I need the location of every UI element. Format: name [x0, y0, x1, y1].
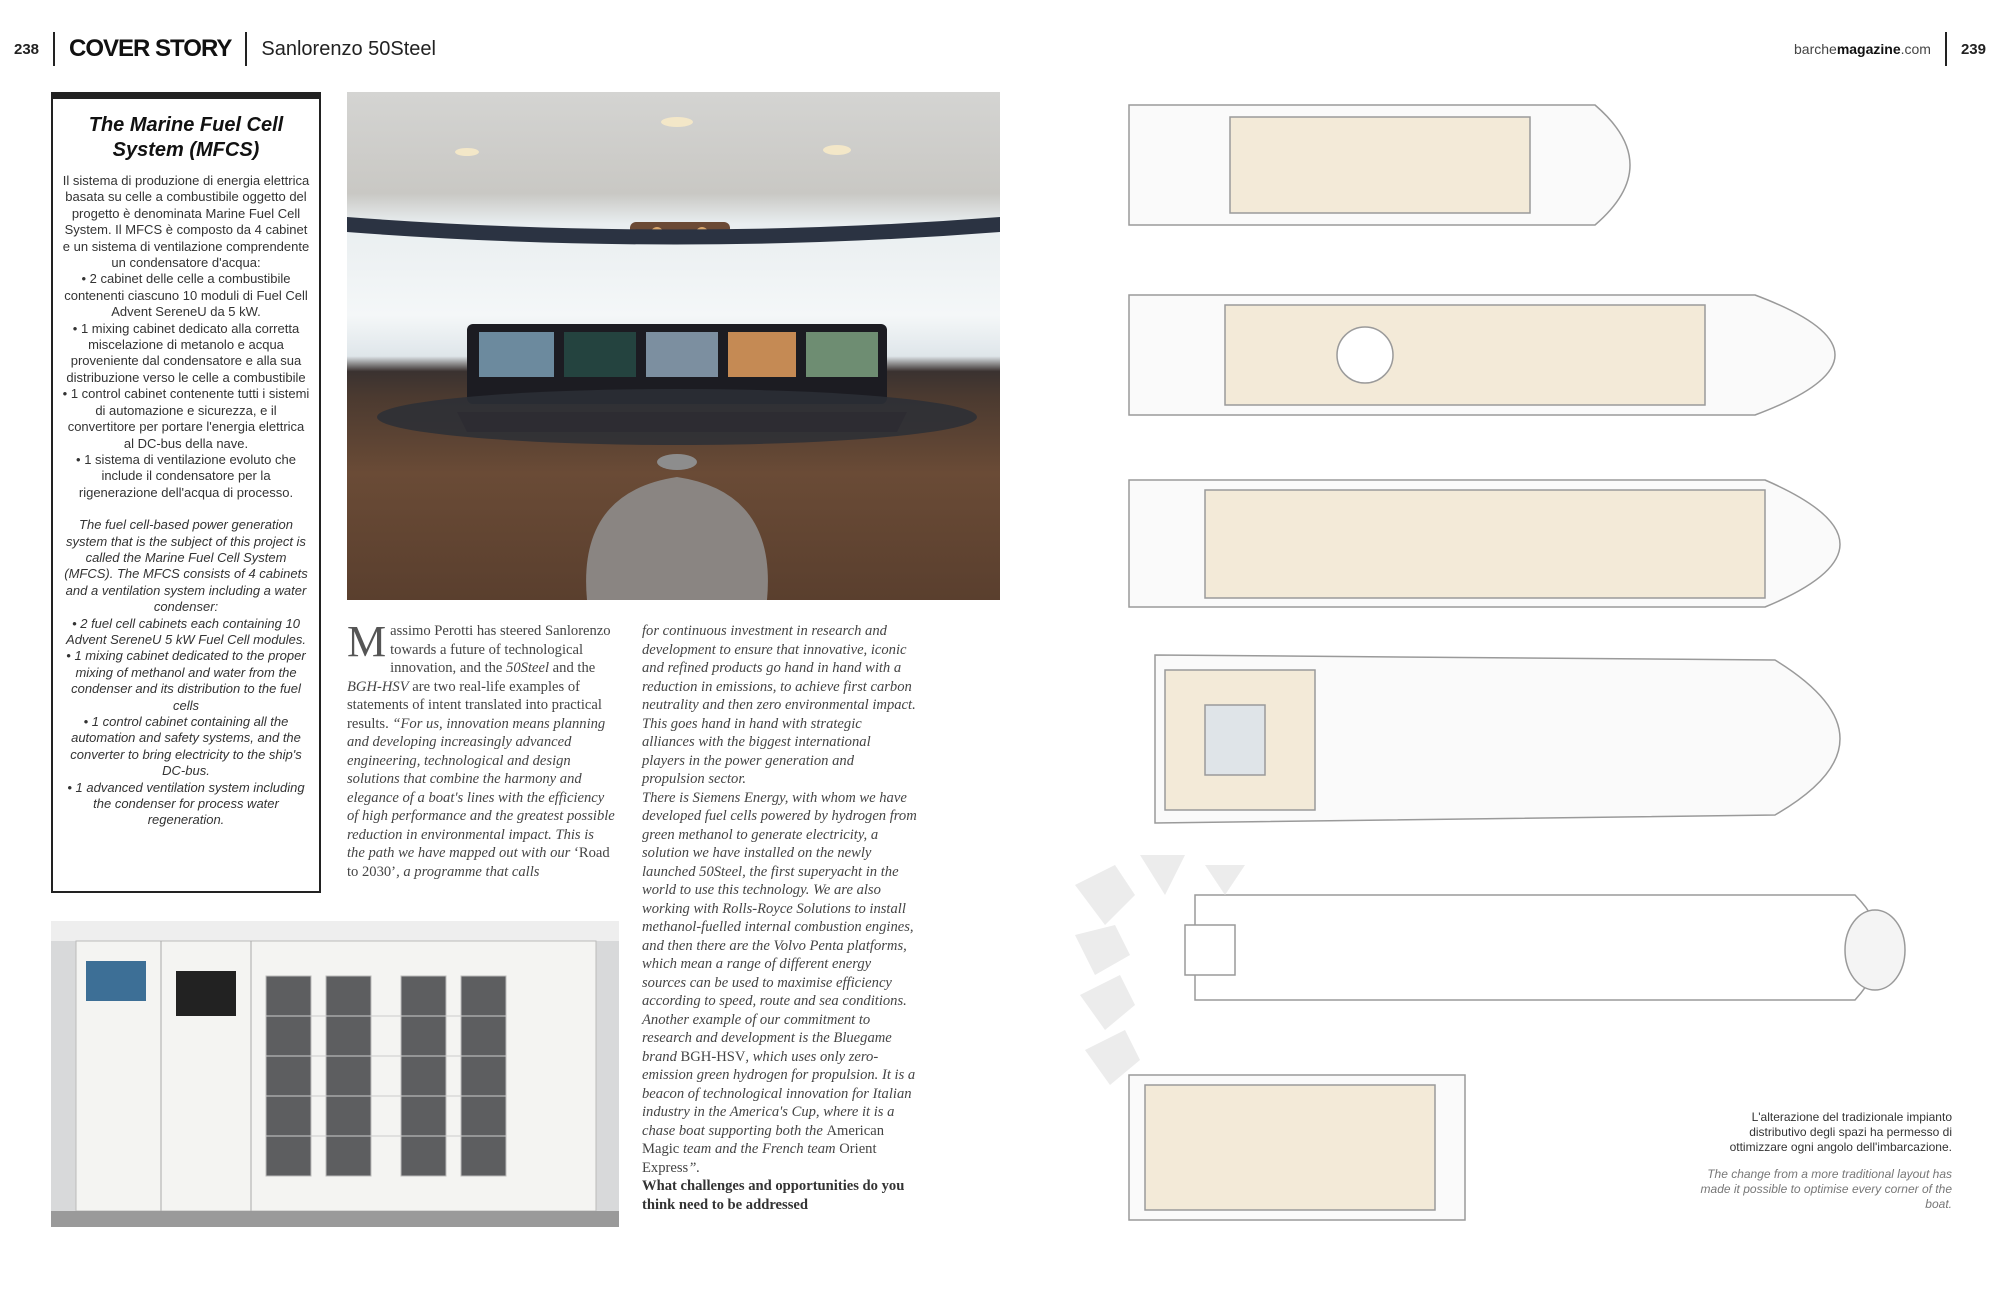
article-text: Orient Express [642, 1141, 877, 1176]
article-text: American Magic [642, 1122, 884, 1158]
article-quote: “For us, innovation means planning and d… [347, 715, 615, 862]
article-text: BGH-HSV [680, 1048, 746, 1065]
hull-section-cones [1075, 855, 1245, 1085]
header-divider [1944, 32, 1947, 66]
header-divider [245, 32, 248, 66]
header-divider [53, 32, 56, 66]
article-quote: ”. [688, 1159, 700, 1176]
caption-italian: L'alterazione del tradizionale impianto … [1729, 1110, 1952, 1154]
article-quote: for continuous investment in research an… [642, 623, 916, 787]
left-page-number: 238 [14, 40, 40, 58]
deck-plans-drawing [1075, 104, 1906, 1221]
site-name: barchemagazine.com [1794, 41, 1931, 57]
article-quote: , a programme that calls [396, 863, 540, 880]
plans-caption: L'alterazione del tradizionale impianto … [1700, 1110, 1952, 1212]
caption-english: The change from a more traditional layou… [1700, 1167, 1952, 1211]
bridge-photo [347, 92, 1000, 600]
drop-cap: M [347, 617, 387, 666]
article-subtitle: Sanlorenzo 50Steel [261, 37, 436, 60]
site-bold: magazine [1836, 41, 1901, 57]
right-page-header: barchemagazine.com 239 [1794, 32, 1986, 66]
article-text: and the [549, 660, 596, 676]
article-text: assimo Perotti has steered Sanlorenzo to… [390, 623, 611, 676]
article-column-2: for continuous investment in research an… [642, 622, 917, 1214]
mfcs-sidebar-box: The Marine Fuel Cell System (MFCS) Il si… [51, 92, 321, 893]
sidebar-italian-text: Il sistema di produzione di energia elet… [62, 173, 310, 500]
article-quote: There is Siemens Energy, with whom we ha… [642, 789, 917, 1065]
deck-plan-tank-deck [1184, 894, 1906, 1001]
article-text: BGH-HSV [347, 678, 409, 695]
article-text: ‘Road to 2030’ [347, 845, 610, 880]
article-text: 50Steel [506, 660, 550, 676]
section-title: COVER STORY [69, 35, 232, 62]
deck-plan-sun-deck [1128, 104, 1631, 226]
sidebar-title: The Marine Fuel Cell System (MFCS) [88, 114, 284, 161]
sidebar-english-text: The fuel cell-based power generation sys… [64, 517, 308, 828]
site-suffix: .com [1900, 41, 1931, 57]
deck-plan-main-deck [1128, 479, 1841, 608]
right-page-number: 239 [1960, 40, 1986, 58]
cabinets-illustration [51, 921, 619, 1227]
article-text: are two real-life examples of statements… [347, 678, 602, 732]
left-page-header: 238 COVER STORY Sanlorenzo 50Steel [14, 32, 436, 66]
deck-plan-owner-deck [1128, 1074, 1466, 1221]
fuel-cell-cabinets-photo [51, 921, 619, 1227]
deck-plan-lower-deck [1154, 654, 1841, 824]
article-quote: team and the French team [679, 1141, 840, 1157]
bridge-illustration [347, 117, 1000, 600]
article-quote: , which uses only zero-emission green hy… [642, 1048, 916, 1139]
deck-plan-upper-deck [1128, 294, 1836, 416]
interview-question: What challenges and opportunities do you… [642, 1178, 905, 1213]
site-prefix: barche [1794, 41, 1837, 57]
